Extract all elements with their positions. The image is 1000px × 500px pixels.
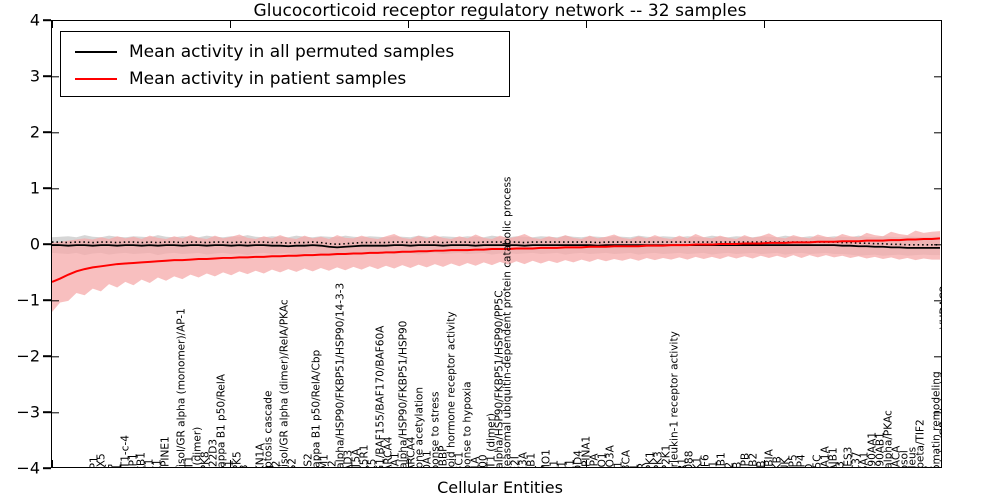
y-tick-mark [43,355,51,357]
legend-swatch-permuted [75,50,117,53]
axis-tick [934,412,941,414]
plot-svg [52,230,941,313]
axis-tick [52,300,59,302]
y-tick-mark [43,299,51,301]
confidence-band-patient_ci [52,230,941,313]
y-tick-mark [43,411,51,413]
y-tick-mark [43,243,51,245]
y-tick-label: 2 [29,122,40,142]
y-tick-mark [43,187,51,189]
legend-item-permuted: Mean activity in all permuted samples [71,38,499,65]
axis-tick [230,460,232,467]
axis-tick [52,132,59,134]
chart-title: Glucocorticoid receptor regulatory netwo… [253,1,747,21]
y-tick-label: −1 [16,290,40,310]
axis-tick [52,76,59,78]
axis-tick [408,21,410,28]
y-tick-mark [43,75,51,77]
line-patient-mean [52,237,941,283]
axis-tick [764,21,766,28]
x-axis-label: Cellular Entities [437,478,563,497]
y-tick-label: 3 [29,66,40,86]
legend-swatch-patient [75,77,117,80]
axis-tick [586,21,588,28]
axis-tick [934,244,941,246]
y-tick-label: −4 [16,458,40,478]
axis-tick [934,300,941,302]
y-tick-label: −2 [16,346,40,366]
line-permuted-dotted [52,241,941,246]
axis-tick [586,460,588,467]
legend-label-permuted: Mean activity in all permuted samples [129,41,455,62]
axis-tick [408,460,410,467]
chart-legend: Mean activity in all permuted samples Me… [60,31,510,97]
legend-label-patient: Mean activity in patient samples [129,68,407,89]
axis-tick [934,356,941,358]
axis-tick [52,188,59,190]
axis-tick [934,76,941,78]
y-tick-mark [43,19,51,21]
y-tick-label: 0 [29,234,40,254]
axis-tick [934,132,941,134]
axis-tick [52,412,59,414]
y-tick-label: −3 [16,402,40,422]
legend-item-patient: Mean activity in patient samples [71,65,499,92]
y-tick-mark [43,467,51,469]
y-tick-mark [43,131,51,133]
y-tick-label: 4 [29,10,40,30]
axis-tick [52,21,54,28]
axis-tick [764,460,766,467]
y-axis-ticks: −4 −3 −2 −1 0 1 2 3 4 [0,11,51,478]
axis-tick [52,460,54,467]
axis-tick [52,356,59,358]
axis-tick [52,244,59,246]
plot-area: MMP1ALOX5IL1GAP-1NFAT1-c-4CASP1ABCB1GGT1… [51,20,942,468]
axis-tick [230,21,232,28]
line-permuted-mean [52,244,941,249]
axis-tick [934,188,941,190]
y-tick-label: 1 [29,178,40,198]
